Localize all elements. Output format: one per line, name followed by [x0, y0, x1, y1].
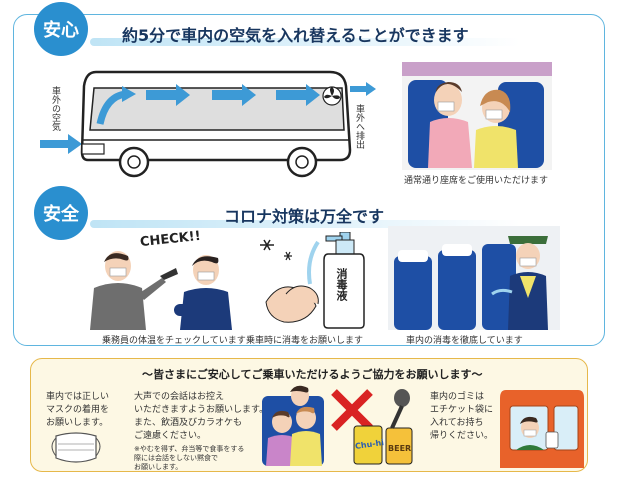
cooperation-title: ～皆さまにご安心してご乗車いただけるようご協力をお願いします～ — [142, 368, 483, 381]
air-in-arrow — [40, 134, 82, 154]
seat-caption: 通常通り座席をご使用いただけます — [404, 176, 549, 186]
caption-disinfection: 車内の消毒を徹底しています — [406, 336, 523, 346]
mask-icon — [51, 432, 101, 463]
seated-passengers-illustration — [402, 62, 552, 170]
trash-note: 車内のゴミは エチケット袋に 入れてお持ち 帰りください。 — [430, 392, 494, 441]
anzen-badge: 安全 — [34, 186, 88, 240]
air-out-arrow — [350, 82, 376, 96]
no-karaoke-illustration — [262, 385, 413, 466]
bus-window-illustration — [500, 390, 584, 468]
microphone-icon — [390, 389, 410, 429]
sanitizer-illustration — [260, 232, 365, 329]
bus-diagram — [80, 70, 352, 178]
anzen-stripe — [90, 220, 520, 228]
fan-icon — [322, 86, 342, 106]
anshin-badge: 安心 — [34, 2, 88, 56]
air-out-label: 車外へ排出 — [354, 104, 364, 149]
beer-label: BEER — [388, 444, 412, 453]
sanitizer-label: 消毒液 — [335, 268, 348, 301]
anzen-badge-label: 安全 — [43, 204, 79, 225]
headline-stripe — [90, 38, 520, 46]
anzen-headline: コロナ対策は万全です — [224, 207, 385, 226]
air-in-label: 車外の空気 — [50, 86, 60, 131]
disinfection-illustration — [388, 226, 560, 330]
mask-note: 車内では正しい マスクの着用を お願いします。 — [46, 392, 110, 428]
caption-temperature: 乗務員の体温をチェックしています — [102, 336, 246, 346]
caption-sanitize: 乗車時に消毒をお願いします — [246, 336, 364, 346]
anshin-badge-label: 安心 — [43, 20, 79, 41]
anshin-headline: 約5分で車内の空気を入れ替えることができます — [122, 26, 469, 45]
cross-icon — [331, 389, 373, 431]
talk-note: 大声での会話はお控え いただきますようお願いします。 また、飲酒及びカラオケも … — [134, 392, 269, 441]
talk-footnote: ※やむを得ず、弁当等で食事をする 際には会話をしない黙食で お願いします。 — [134, 445, 245, 471]
temperature-check-illustration — [90, 251, 232, 330]
